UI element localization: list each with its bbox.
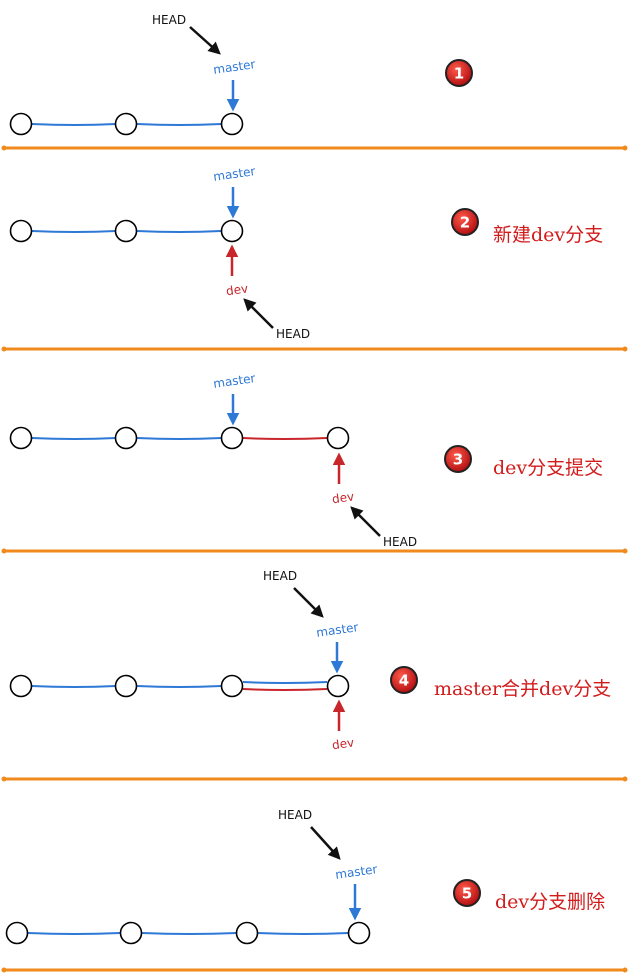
commit-line-master (136, 230, 222, 233)
dev-label: dev (225, 281, 249, 298)
commit-line-master (141, 932, 237, 935)
commit-line-master (257, 932, 349, 935)
commit-node (326, 426, 350, 450)
commit-line-master (31, 230, 117, 233)
master-label: master (212, 57, 256, 77)
commit-line-master (242, 681, 328, 684)
divider (1, 145, 628, 151)
commit-node (220, 674, 244, 698)
svg-text:3: 3 (453, 451, 463, 469)
step-badge-5: 5 (453, 879, 481, 907)
divider (1, 548, 628, 554)
step-caption-3: dev分支提交 (493, 457, 603, 479)
head-arrow (243, 298, 274, 329)
master-label: master (212, 371, 256, 391)
commit-line-master (136, 685, 222, 688)
commit-node (114, 219, 138, 243)
panel-4: HEAD master dev 4 master合并dev分支 (9, 569, 611, 752)
step-caption-4: master合并dev分支 (434, 678, 611, 700)
commit-node (235, 921, 259, 945)
panel-1: HEAD master 1 (9, 13, 473, 136)
divider (1, 346, 628, 352)
step-caption-2: 新建dev分支 (493, 224, 603, 246)
commit-line-dev (242, 688, 328, 691)
commit-node (9, 674, 33, 698)
head-arrow (293, 587, 324, 618)
head-label: HEAD (263, 569, 297, 583)
step-badge-2: 2 (451, 208, 479, 236)
commit-node (9, 426, 33, 450)
commit-line-master (27, 932, 121, 935)
commit-node (326, 674, 350, 698)
head-arrow (189, 26, 221, 55)
commit-node (220, 219, 244, 243)
head-label: HEAD (383, 535, 417, 549)
panel-2: master dev HEAD 2 新建dev分支 (9, 164, 603, 341)
commit-node (114, 426, 138, 450)
commit-line-dev (242, 437, 328, 440)
step-badge-1: 1 (445, 59, 473, 87)
head-label: HEAD (278, 808, 312, 822)
step-caption-5: dev分支删除 (495, 891, 605, 913)
step-badge-4: 4 (390, 666, 418, 694)
head-arrow (350, 506, 381, 537)
commit-line-master (136, 123, 222, 126)
svg-text:1: 1 (454, 65, 464, 83)
svg-text:5: 5 (462, 885, 472, 903)
commit-node (220, 112, 244, 136)
divider (1, 776, 628, 782)
commit-node (119, 921, 143, 945)
commit-line-master (31, 437, 117, 440)
master-label: master (334, 862, 378, 882)
commit-line-master (31, 123, 117, 126)
step-badge-3: 3 (444, 445, 472, 473)
panel-3: master dev HEAD 3 dev分支提交 (9, 371, 603, 549)
panel-5: HEAD master 5 dev分支删除 (5, 808, 605, 945)
commit-node (347, 921, 371, 945)
master-label: master (212, 164, 256, 184)
dev-label: dev (331, 735, 355, 752)
head-arrow (310, 826, 341, 860)
commit-node (114, 112, 138, 136)
divider (1, 967, 628, 973)
svg-text:4: 4 (399, 672, 409, 690)
commit-node (220, 426, 244, 450)
svg-text:2: 2 (460, 214, 470, 232)
dev-label: dev (331, 489, 355, 506)
commit-line-master (31, 685, 117, 688)
commit-line-master (136, 437, 222, 440)
head-label: HEAD (152, 13, 186, 27)
commit-node (114, 674, 138, 698)
head-label: HEAD (276, 327, 310, 341)
commit-node (9, 219, 33, 243)
commit-node (5, 921, 29, 945)
commit-node (9, 112, 33, 136)
master-label: master (315, 620, 359, 640)
